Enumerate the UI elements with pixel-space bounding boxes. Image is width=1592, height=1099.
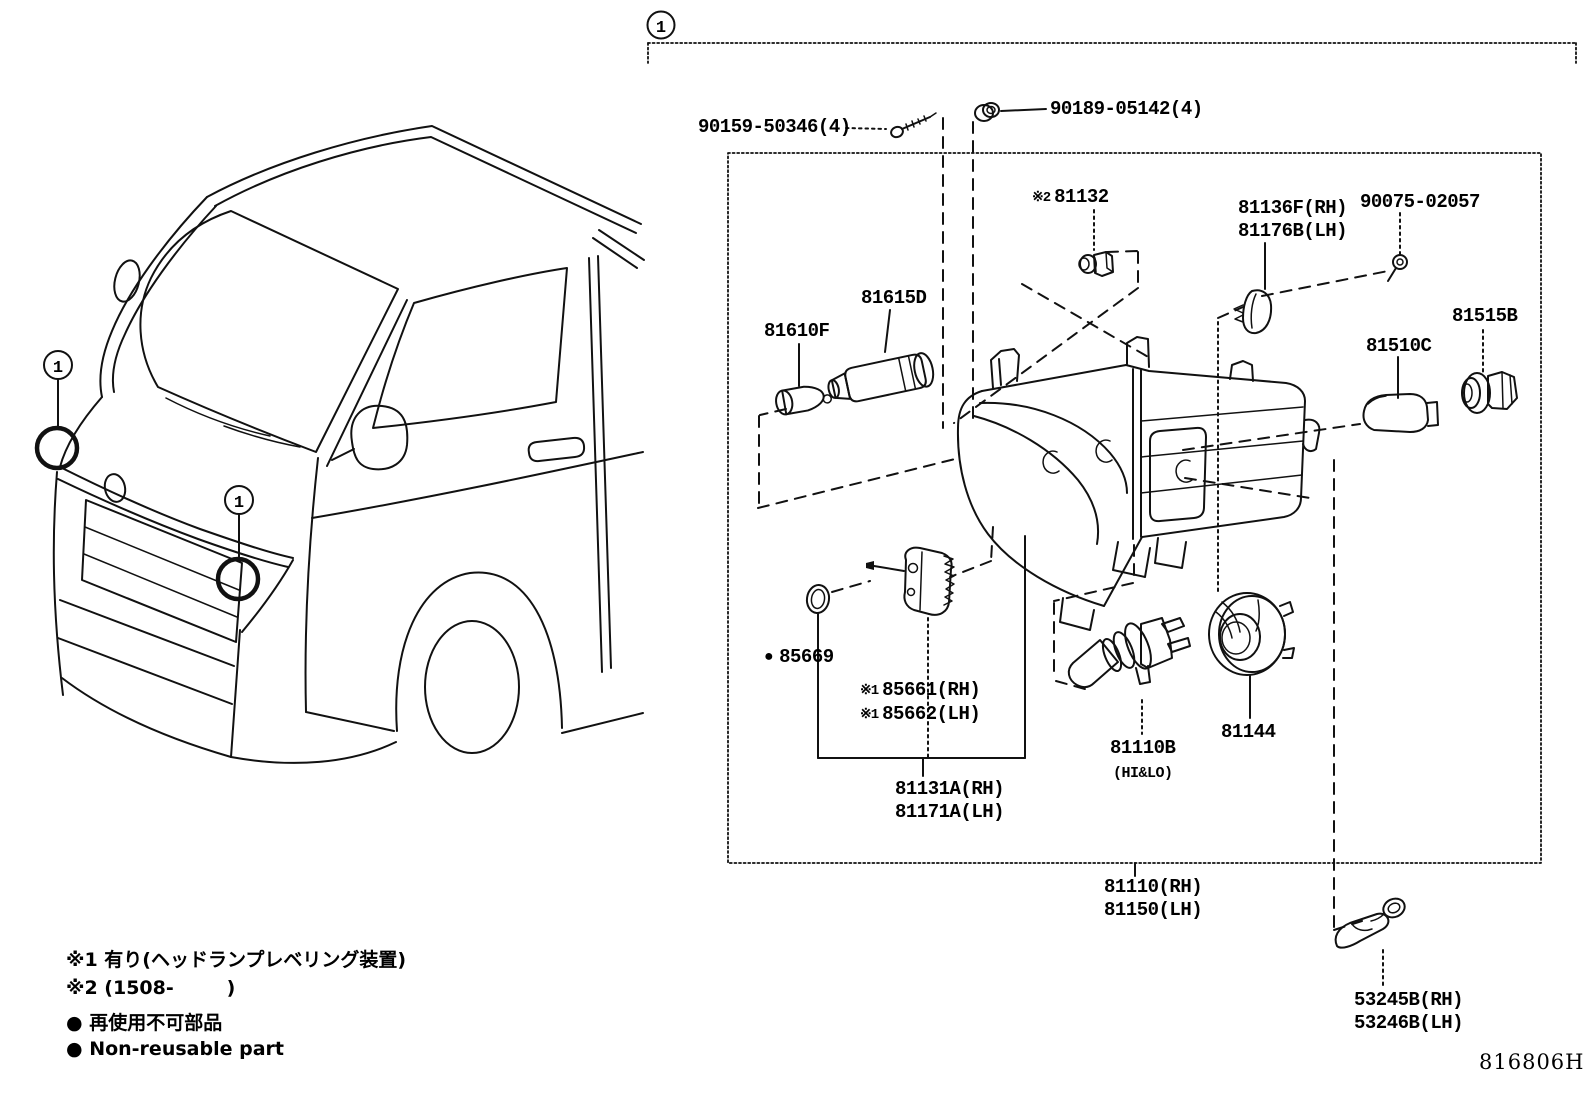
part-number: 90075-02057 <box>1360 191 1480 213</box>
legend-note-3: ● 再使用不可部品 <box>66 1008 222 1035</box>
wheel-arch <box>395 571 563 732</box>
bulb-81610-glyph <box>775 385 833 416</box>
cover-81144-glyph <box>1208 592 1295 676</box>
part-number-rh: 81136F(RH) <box>1238 197 1348 219</box>
callout-circle <box>646 10 676 40</box>
bulb-81110b-glyph <box>1067 617 1191 689</box>
part-number-lh: 81171A(LH) <box>895 801 1005 823</box>
part-label-81110b: 81110B <box>1110 737 1176 760</box>
bulb-81510-glyph <box>1362 393 1439 433</box>
door-window <box>372 267 568 429</box>
headlamp-location-left <box>34 425 80 471</box>
part-label-90075: 90075-02057 <box>1360 191 1480 214</box>
clamp-53245-glyph <box>1334 897 1406 949</box>
part-label-53245: 53245B(RH)53246B(LH) <box>1354 989 1464 1035</box>
screw-90075-glyph <box>1387 254 1408 282</box>
part-label-85669: ● 85669 <box>764 646 834 669</box>
part-number-rh: 85661(RH) <box>882 679 981 701</box>
part-label-81615: 81615D <box>861 287 927 310</box>
part-number: 81110B <box>1110 737 1176 759</box>
socket-81615-glyph <box>827 352 935 403</box>
headlamp-assembly-drawing <box>956 336 1321 631</box>
part-label-90159: 90159-50346(4) <box>698 116 851 139</box>
part-number: 81144 <box>1221 721 1276 743</box>
part-number: 81510C <box>1366 335 1432 357</box>
socket-81515-glyph <box>1461 371 1518 414</box>
figure-code: 816806H <box>1479 1050 1584 1074</box>
gasket-85669-glyph <box>805 584 831 614</box>
leader-lines <box>757 108 1484 987</box>
wiper-right <box>223 425 301 448</box>
figure-code-text: 816806H <box>1479 1050 1585 1074</box>
part-number-lh: 81150(LH) <box>1104 899 1203 921</box>
legend-text: ● 再使用不可部品 <box>66 1012 223 1034</box>
legend-text: ※1 有り(ヘッドランプレベリング装置) <box>66 949 407 971</box>
van-marker-lower: 1 <box>215 485 261 602</box>
part-label-81131: 81131A(RH)81171A(LH) <box>895 778 1005 824</box>
part-number: 81132 <box>1054 186 1109 208</box>
part-number-rh: 81131A(RH) <box>895 778 1005 800</box>
note-prefix: ※1 <box>860 683 879 699</box>
legend-text: ※2 (1508- ) <box>66 977 236 999</box>
part-number: 81515B <box>1452 305 1518 327</box>
part-number-rh: 53245B(RH) <box>1354 989 1464 1011</box>
legend-note-1: ※1 有り(ヘッドランプレベリング装置) <box>66 945 406 972</box>
non-reusable-bullet: ● <box>764 648 774 666</box>
grille <box>81 499 243 643</box>
screw-90159-glyph <box>890 112 937 139</box>
part-number: 90159-50346(4) <box>698 116 851 138</box>
callout-number: 1 <box>656 19 666 38</box>
part-label-81610: 81610F <box>764 320 830 343</box>
legend-note-4: ● Non-reusable part <box>66 1038 284 1060</box>
callout-bracket: 1 <box>646 10 1577 64</box>
roof-drip-detail <box>113 259 141 303</box>
socket-81132-glyph <box>1078 251 1114 277</box>
side-mirror <box>350 404 409 471</box>
bracket-ticks <box>647 42 1577 64</box>
part-number: 90189-05142(4) <box>1050 98 1203 120</box>
part-label-81110b-sub: (HI&LO) <box>1113 762 1173 785</box>
marker-number: 1 <box>53 359 63 378</box>
van-illustration <box>52 125 645 764</box>
windshield <box>139 210 399 453</box>
front-wheel <box>424 620 520 754</box>
beam-type: (HI&LO) <box>1113 765 1173 782</box>
part-number: 85669 <box>779 646 834 668</box>
note-prefix: ※2 <box>1032 190 1051 206</box>
legend-text: ● Non-reusable part <box>66 1038 284 1060</box>
bumper <box>61 677 232 758</box>
door-handle <box>527 436 586 463</box>
van-marker-upper: 1 <box>34 350 80 471</box>
note-prefix: ※1 <box>860 707 879 723</box>
retainer-81136-glyph <box>1233 289 1273 335</box>
part-number-lh: 81176B(LH) <box>1238 220 1348 242</box>
part-number-lh: 53246B(LH) <box>1354 1012 1464 1034</box>
part-label-90189: 90189-05142(4) <box>1050 98 1203 121</box>
legend-note-2: ※2 (1508- ) <box>66 977 235 999</box>
marker-number: 1 <box>234 494 244 513</box>
part-label-81136: 81136F(RH)81176B(LH) <box>1238 197 1348 243</box>
part-label-81510: 81510C <box>1366 335 1432 358</box>
part-number: 81615D <box>861 287 927 309</box>
nut-90189-glyph <box>974 102 1000 122</box>
part-label-81515: 81515B <box>1452 305 1518 328</box>
part-label-81144: 81144 <box>1221 721 1276 744</box>
part-number-rh: 81110(RH) <box>1104 876 1203 898</box>
headlamp-location-right <box>215 556 261 602</box>
socket-plate <box>1149 426 1207 523</box>
part-number: 81610F <box>764 320 830 342</box>
part-label-81110: 81110(RH)81150(LH) <box>1104 876 1203 922</box>
part-number-lh: 85662(LH) <box>882 703 981 725</box>
emblem <box>103 473 127 503</box>
leveling-motor-glyph <box>866 546 955 616</box>
wiper-left <box>165 397 271 437</box>
